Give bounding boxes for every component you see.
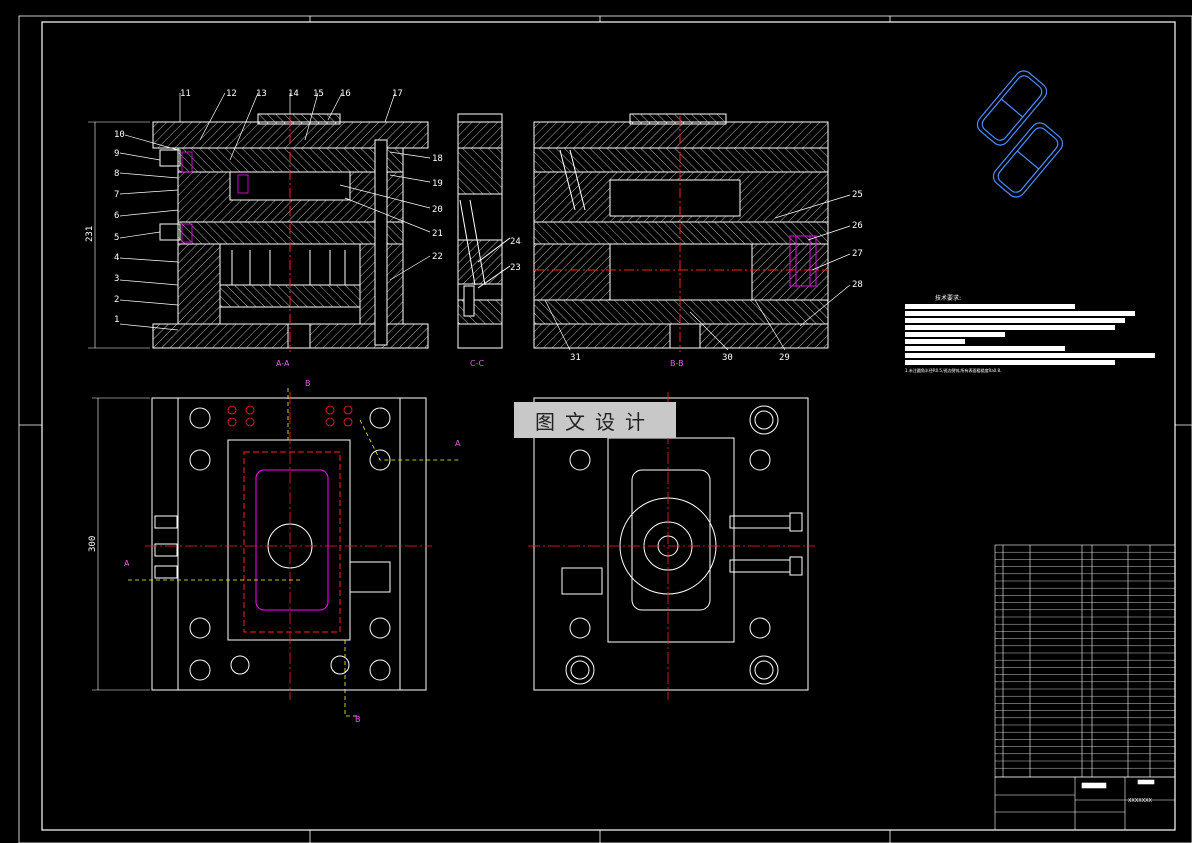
part-9: 9 <box>114 149 119 159</box>
part-2: 2 <box>114 295 119 305</box>
watermark: 图文设计 <box>514 402 676 438</box>
tech-note-bar <box>905 339 965 344</box>
dimension-300 <box>92 397 150 691</box>
tech-note-last: 1.未注圆角半径R0.5,锐边倒钝,所有表面粗糙度Ra0.8. <box>905 368 1002 373</box>
part-13: 13 <box>256 89 267 99</box>
plan-view-fixed <box>533 397 809 691</box>
tech-note-bar <box>905 318 1125 323</box>
technical-requirements: 技术要求: 1.未注圆角半径R0.5,锐边倒钝,所有表面粗糙度Ra0.8. <box>905 293 1165 374</box>
cut-label-a-right: A <box>455 439 461 448</box>
section-view-bb <box>533 113 829 352</box>
tech-note-bar <box>905 353 1155 358</box>
part-6: 6 <box>114 211 119 221</box>
part-numbers-bb: 25 26 27 28 29 30 31 <box>570 190 863 363</box>
title-block <box>994 776 1176 831</box>
cut-label-b-bottom: B <box>355 715 361 724</box>
caption-aa: A-A <box>276 359 290 368</box>
dimension-231-label: 231 <box>85 226 95 242</box>
outer-frame <box>18 15 1192 843</box>
tech-note-bar <box>905 325 1115 330</box>
frame-ticks <box>19 16 1192 843</box>
part-numbers-left: 1 2 3 4 5 6 7 8 9 10 11 12 13 14 15 16 1… <box>114 89 443 325</box>
part-numbers-cc: 24 23 <box>510 237 521 273</box>
part-25: 25 <box>852 190 863 200</box>
title-block-code: XXXXXXX <box>1128 798 1153 804</box>
cutting-plane-labels: A A B B <box>124 379 461 724</box>
dimension-300-label: 300 <box>88 536 98 552</box>
part-24: 24 <box>510 237 521 247</box>
part-5: 5 <box>114 233 119 243</box>
inner-frame <box>41 21 1176 831</box>
cutting-plane-lines <box>128 388 460 717</box>
tech-notes-title: 技术要求: <box>935 295 962 302</box>
part-15: 15 <box>313 89 324 99</box>
cut-label-b-top: B <box>305 379 311 388</box>
part-28: 28 <box>852 280 863 290</box>
caption-bb: B-B <box>670 359 684 368</box>
part-11: 11 <box>180 89 191 99</box>
part-14: 14 <box>288 89 299 99</box>
part-26: 26 <box>852 221 863 231</box>
leaders-aa <box>119 92 431 331</box>
part-31: 31 <box>570 353 581 363</box>
tech-note-bar <box>905 360 1115 365</box>
plan-view-moving-centerlines <box>145 392 432 700</box>
part-22: 22 <box>432 252 443 262</box>
part-18: 18 <box>432 154 443 164</box>
cut-label-a-left: A <box>124 559 130 568</box>
part-12: 12 <box>226 89 237 99</box>
plan-view-fixed-centerlines <box>528 392 815 700</box>
part-3: 3 <box>114 274 119 284</box>
section-view-aa <box>152 113 429 352</box>
part-7: 7 <box>114 190 119 200</box>
part-19: 19 <box>432 179 443 189</box>
part-20: 20 <box>432 205 443 215</box>
part-17: 17 <box>392 89 403 99</box>
part-4: 4 <box>114 253 119 263</box>
part-16: 16 <box>340 89 351 99</box>
bom-rows <box>995 552 1175 769</box>
caption-cc: C-C <box>470 359 484 368</box>
dimension-231 <box>88 121 150 349</box>
tech-note-bar <box>905 346 1065 351</box>
part-10: 10 <box>114 130 125 140</box>
plan-view-moving <box>151 397 427 691</box>
part-1: 1 <box>114 315 119 325</box>
part-8: 8 <box>114 169 119 179</box>
tech-note-bar <box>905 311 1135 316</box>
tech-note-bar <box>905 332 1005 337</box>
part-30: 30 <box>722 353 733 363</box>
leaders-bb <box>544 194 851 351</box>
part-21: 21 <box>432 229 443 239</box>
part-27: 27 <box>852 249 863 259</box>
tech-note-bar <box>905 304 1075 309</box>
part-29: 29 <box>779 353 790 363</box>
product-sketch <box>976 70 1064 198</box>
section-view-cc <box>457 113 511 349</box>
bom-table <box>994 544 1176 778</box>
part-23: 23 <box>510 263 521 273</box>
